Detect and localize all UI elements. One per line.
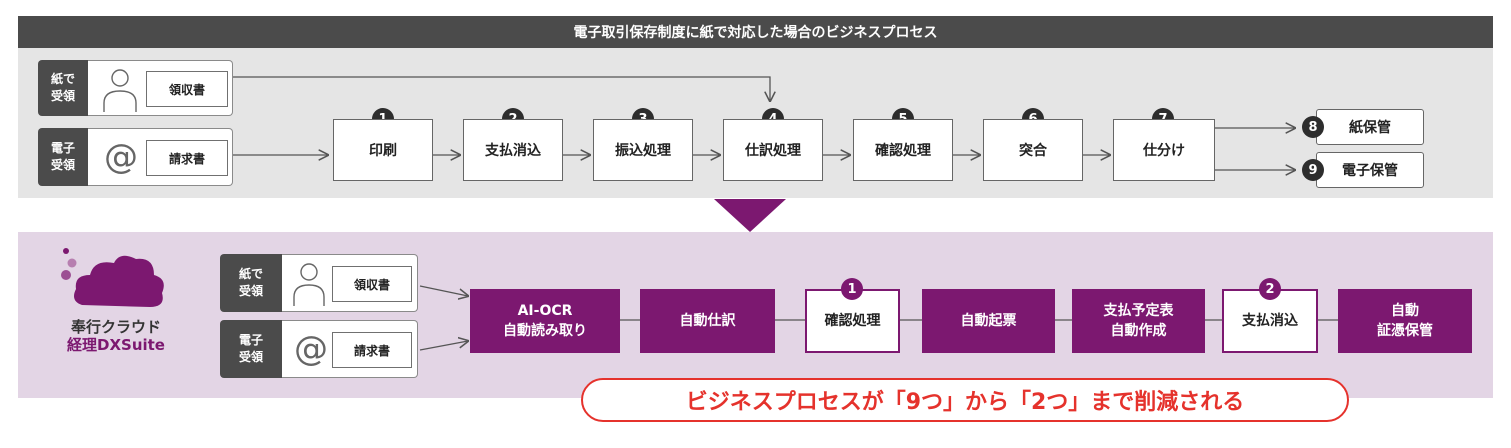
- person-icon: [103, 69, 137, 112]
- step-sort: 仕分け: [1113, 119, 1215, 181]
- step-number: 1: [841, 278, 863, 300]
- e-invoice-tag: 電子 受領: [220, 320, 282, 378]
- paper-receipt-tag: 紙で 受領: [38, 60, 88, 116]
- step-journal: 仕訳処理: [723, 119, 823, 181]
- transition-arrow: [714, 199, 786, 232]
- person-icon: [293, 263, 325, 306]
- at-sign-icon: @: [104, 137, 138, 177]
- step-transfer: 振込処理: [593, 119, 693, 181]
- paper-receipt-card: 領収書: [282, 254, 418, 312]
- paper-receipt-card: 領収書: [88, 60, 233, 116]
- step-payment-reconcile: 支払消込: [463, 119, 563, 181]
- diagram-title: 電子取引保存制度に紙で対応した場合のビジネスプロセス: [18, 16, 1493, 48]
- paper-input-arrow: [419, 285, 468, 296]
- product-logo: 奉行クラウド 経理DXSuite: [46, 318, 186, 354]
- logo-line-2: 経理DXSuite: [67, 336, 165, 354]
- paper-route-arrow: [233, 76, 770, 101]
- step-match: 突合: [983, 119, 1083, 181]
- step-payment-schedule: 支払予定表 自動作成: [1072, 289, 1205, 353]
- step-number: 9: [1302, 159, 1324, 181]
- paper-receipt-tag: 紙で 受領: [220, 254, 282, 312]
- step-auto-journal: 自動仕訳: [640, 289, 775, 353]
- invoice-document: 請求書: [332, 332, 412, 368]
- electronic-storage: 電子保管: [1316, 152, 1424, 188]
- step-check: 確認処理: [853, 119, 953, 181]
- reduction-banner: ビジネスプロセスが「9つ」から「2つ」まで削減される: [581, 378, 1349, 422]
- logo-line-1: 奉行クラウド: [70, 318, 161, 336]
- cloud-logo-icon: [61, 248, 164, 307]
- e-invoice-card: @ 請求書: [282, 320, 418, 378]
- step-number: 8: [1302, 116, 1324, 138]
- e-invoice-card: @ 請求書: [88, 128, 233, 186]
- at-sign-icon: @: [294, 329, 328, 369]
- step-auto-voucher: 自動起票: [922, 289, 1055, 353]
- e-invoice-tag: 電子 受領: [38, 128, 88, 186]
- step-ai-ocr: AI-OCR 自動読み取り: [470, 289, 620, 353]
- receipt-document: 領収書: [146, 71, 228, 107]
- step-print: 印刷: [333, 119, 433, 181]
- invoice-document: 請求書: [146, 140, 228, 176]
- step-auto-evidence-storage: 自動 証憑保管: [1338, 289, 1472, 353]
- paper-storage: 紙保管: [1316, 109, 1424, 145]
- step-number: 2: [1259, 278, 1281, 300]
- receipt-document: 領収書: [332, 266, 412, 302]
- e-input-arrow: [419, 341, 468, 351]
